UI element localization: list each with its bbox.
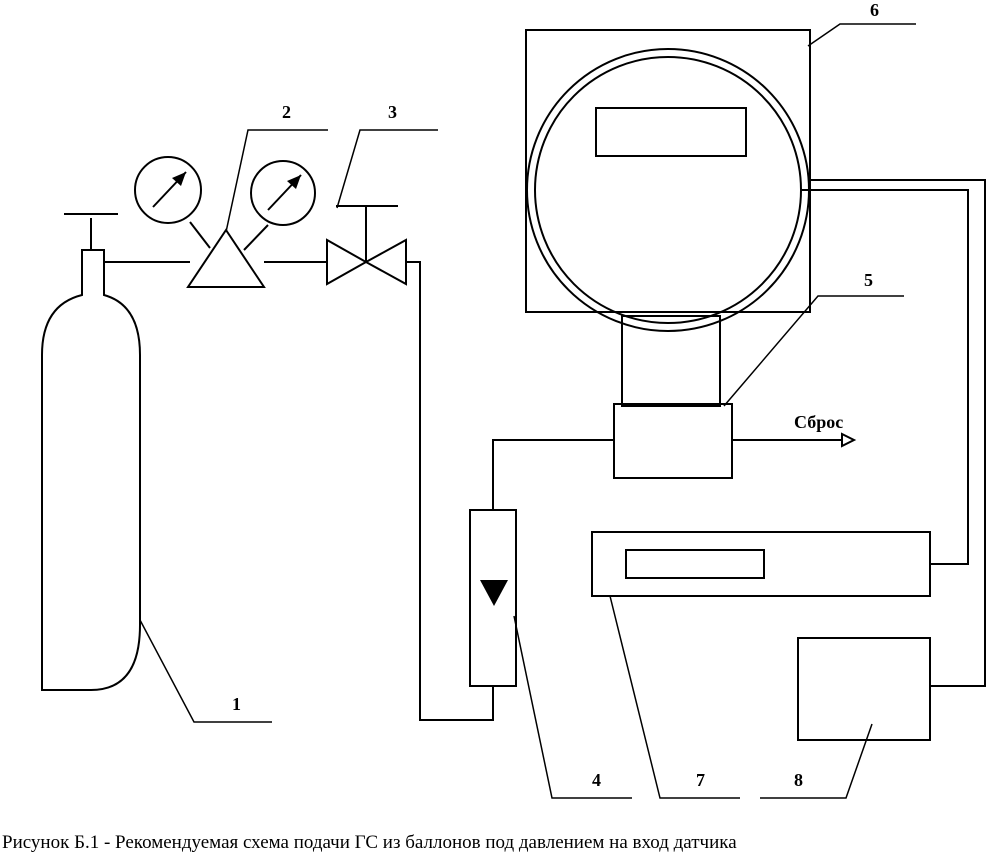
label-regulator: 2 [282, 102, 291, 122]
label-recorder: 8 [794, 770, 803, 790]
pipe-valve-rotameter [406, 261, 494, 721]
leader-lines [139, 23, 916, 799]
label-rotameter: 4 [592, 770, 601, 790]
wire-sensor-power [801, 189, 969, 565]
wire-sensor-recorder [809, 179, 986, 687]
pipe-rotameter-adapter [492, 439, 614, 510]
vent-label: Сброс [794, 412, 843, 432]
recorder-unit [797, 637, 931, 741]
calibration-adapter [613, 403, 733, 479]
vent-outlet [732, 432, 857, 448]
rotameter [469, 509, 517, 687]
pressure-regulator [186, 221, 269, 288]
pressure-gauge-outlet [250, 160, 316, 226]
label-adapter: 5 [864, 270, 873, 290]
figure-caption: Рисунок Б.1 - Рекомендуемая схема подачи… [2, 832, 737, 853]
gas-sensor [525, 29, 811, 407]
label-valve: 3 [388, 102, 397, 122]
label-cylinder: 1 [232, 694, 241, 714]
valve [326, 205, 407, 286]
label-power-supply: 7 [696, 770, 705, 790]
label-sensor: 6 [870, 0, 879, 20]
gas-cylinder [41, 213, 141, 691]
power-supply-unit [591, 531, 931, 597]
pressure-gauge-inlet [134, 156, 202, 224]
